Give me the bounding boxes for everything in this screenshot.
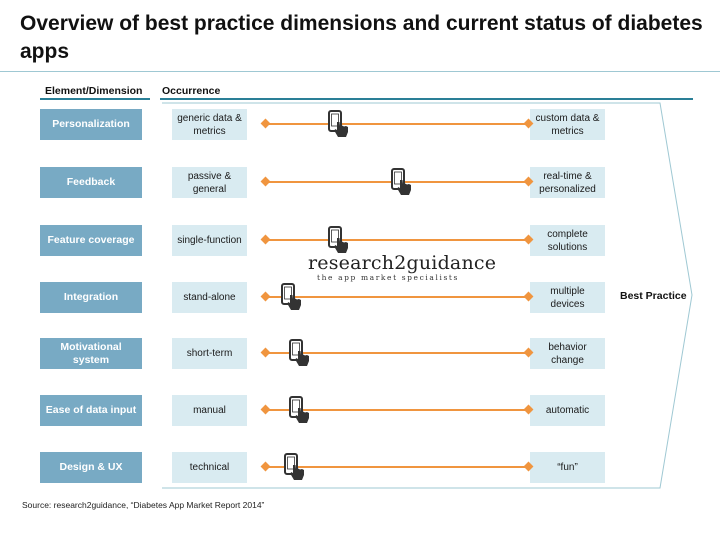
low-end-label: passive & general: [172, 167, 247, 198]
title-divider: [0, 71, 720, 72]
high-end-label: behavior change: [530, 338, 605, 369]
low-end-label: generic data & metrics: [172, 109, 247, 140]
high-end-label: automatic: [530, 395, 605, 426]
logo-name: research2guidance: [308, 252, 497, 274]
dimension-box: Integration: [40, 282, 142, 313]
phone-touch-icon: [328, 226, 349, 253]
header-rule-right: [160, 98, 693, 100]
dimension-box: Motivational system: [40, 338, 142, 369]
high-end-label: multiple devices: [530, 282, 605, 313]
column-header-occurrence: Occurrence: [162, 85, 221, 97]
page-title: Overview of best practice dimensions and…: [20, 12, 703, 63]
phone-touch-icon: [280, 283, 301, 310]
source-note: Source: research2guidance, “Diabetes App…: [22, 500, 265, 510]
dimension-box: Feedback: [40, 167, 142, 198]
occurrence-track: [266, 123, 528, 125]
phone-touch-icon: [283, 453, 304, 480]
high-end-label: complete solutions: [530, 225, 605, 256]
phone-touch-icon: [328, 110, 349, 137]
phone-touch-icon: [288, 339, 309, 366]
phone-touch-icon: [288, 396, 309, 423]
occurrence-track: [266, 296, 528, 298]
low-end-label: technical: [172, 452, 247, 483]
dimension-box: Feature coverage: [40, 225, 142, 256]
dimension-box: Personalization: [40, 109, 142, 140]
low-end-label: short-term: [172, 338, 247, 369]
best-practice-label: Best Practice: [620, 290, 687, 302]
occurrence-track: [266, 466, 528, 468]
research2guidance-logo: research2guidance the app market special…: [308, 252, 497, 287]
high-end-label: “fun”: [530, 452, 605, 483]
occurrence-track: [266, 409, 528, 411]
high-end-label: custom data & metrics: [530, 109, 605, 140]
column-header-element-dimension: Element/Dimension: [45, 85, 143, 97]
low-end-label: manual: [172, 395, 247, 426]
dimension-box: Design & UX: [40, 452, 142, 483]
occurrence-track: [266, 352, 528, 354]
high-end-label: real-time & personalized: [530, 167, 605, 198]
low-end-label: single-function: [172, 225, 247, 256]
dimension-box: Ease of data input: [40, 395, 142, 426]
occurrence-track: [266, 239, 528, 241]
low-end-label: stand-alone: [172, 282, 247, 313]
header-rule-left: [40, 98, 150, 100]
logo-tagline: the app market specialists: [308, 273, 468, 283]
phone-touch-icon: [391, 168, 411, 195]
